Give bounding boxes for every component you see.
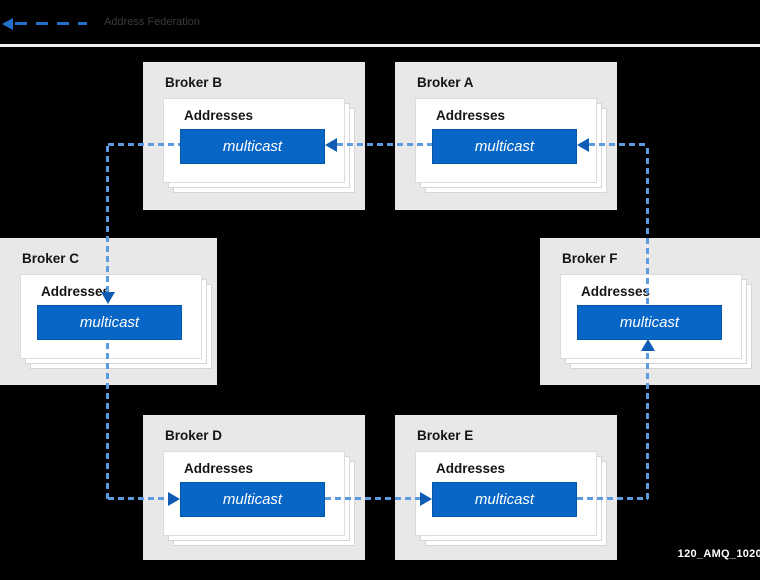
multicast-address: multicast (432, 129, 577, 164)
addresses-card: Addresses multicast (20, 274, 202, 359)
connection-e-to-f-line-v (646, 351, 649, 499)
connection-f-to-a-line-h (589, 143, 646, 146)
connection-f-to-a-line-v (646, 146, 649, 304)
arrowhead-into-d-icon (168, 492, 180, 506)
connection-b-to-c-line-h (108, 143, 180, 146)
addresses-card: Addresses multicast (415, 98, 597, 183)
addresses-label: Addresses (436, 108, 506, 123)
broker-title: Broker A (417, 75, 474, 90)
legend-arrow-left-icon (2, 18, 13, 30)
broker-title: Broker E (417, 428, 474, 443)
connection-e-to-f-line-h (577, 497, 648, 500)
addresses-card: Addresses multicast (163, 451, 345, 536)
broker-box-c: Broker C Addresses multicast (0, 238, 217, 385)
multicast-address: multicast (577, 305, 722, 340)
legend: Address Federation (0, 0, 300, 44)
addresses-label: Addresses (436, 461, 506, 476)
broker-title: Broker C (22, 251, 80, 266)
figure-id-label: 120_AMQ_1020 (677, 548, 760, 560)
arrowhead-into-b-icon (325, 138, 337, 152)
connection-c-to-d-line-v (106, 339, 109, 499)
broker-title: Broker F (562, 251, 618, 266)
header-divider (0, 44, 760, 47)
legend-dashed-line (15, 22, 87, 25)
connection-c-to-d-line-h (108, 497, 168, 500)
multicast-address: multicast (180, 482, 325, 517)
addresses-card: Addresses multicast (560, 274, 742, 359)
arrowhead-into-c-icon (101, 292, 115, 304)
broker-box-d: Broker D Addresses multicast (143, 415, 365, 560)
connection-d-to-e-line (325, 497, 420, 500)
connection-a-to-b-line (337, 143, 432, 146)
addresses-card: Addresses multicast (415, 451, 597, 536)
connection-b-to-c-line-v (106, 146, 109, 292)
broker-box-e: Broker E Addresses multicast (395, 415, 617, 560)
addresses-label: Addresses (581, 284, 651, 299)
arrowhead-into-a-icon (577, 138, 589, 152)
multicast-address: multicast (37, 305, 182, 340)
addresses-label: Addresses (184, 461, 254, 476)
broker-box-b: Broker B Addresses multicast (143, 62, 365, 210)
broker-title: Broker B (165, 75, 223, 90)
arrowhead-into-e-icon (420, 492, 432, 506)
multicast-address: multicast (180, 129, 325, 164)
broker-box-f: Broker F Addresses multicast (540, 238, 760, 385)
broker-box-a: Broker A Addresses multicast (395, 62, 617, 210)
arrowhead-into-f-icon (641, 339, 655, 351)
broker-title: Broker D (165, 428, 223, 443)
addresses-card: Addresses multicast (163, 98, 345, 183)
addresses-label: Addresses (41, 284, 111, 299)
legend-label: Address Federation (104, 16, 200, 28)
multicast-address: multicast (432, 482, 577, 517)
addresses-label: Addresses (184, 108, 254, 123)
